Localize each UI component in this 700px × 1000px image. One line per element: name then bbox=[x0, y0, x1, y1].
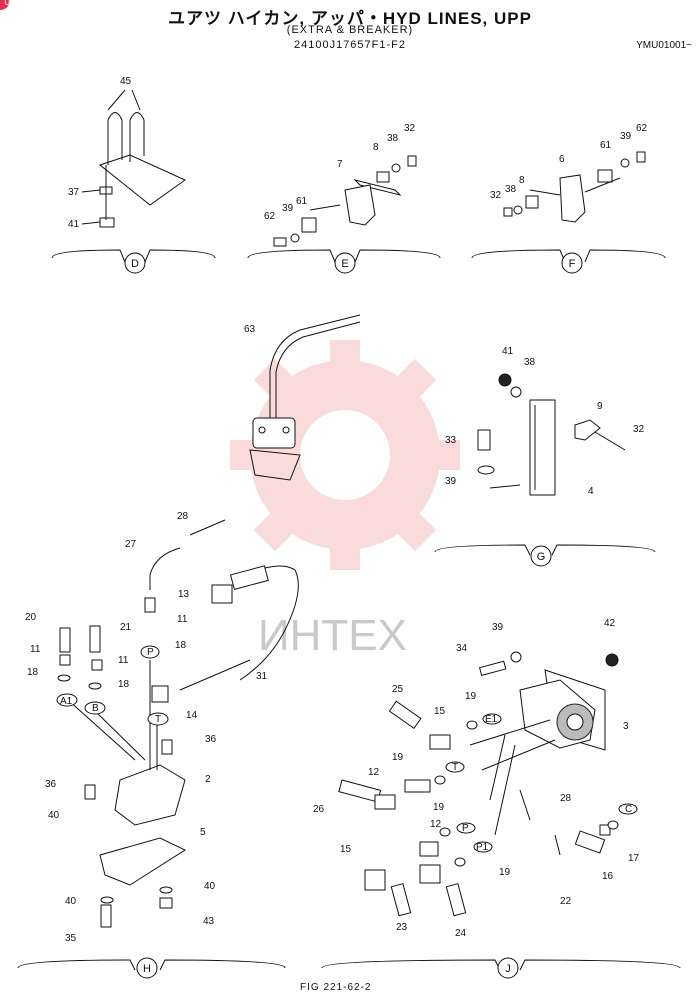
callout-62: 62 bbox=[636, 123, 648, 134]
callout-41: 41 bbox=[68, 219, 80, 230]
callout-35: 35 bbox=[65, 933, 77, 944]
callout-39: 39 bbox=[445, 476, 457, 487]
callout-3: 3 bbox=[623, 721, 629, 732]
callout-8: 8 bbox=[373, 142, 379, 153]
port-label: P bbox=[147, 647, 154, 658]
callout-32: 32 bbox=[633, 424, 645, 435]
callout-5: 5 bbox=[200, 827, 206, 838]
callout-39: 39 bbox=[620, 131, 632, 142]
callout-20: 20 bbox=[25, 612, 37, 623]
view-label-h: H bbox=[143, 963, 151, 975]
callout-36: 36 bbox=[45, 779, 57, 790]
port-label: P1 bbox=[476, 842, 489, 853]
callout-2: 2 bbox=[205, 774, 211, 785]
port-label: C bbox=[625, 804, 632, 815]
port-label: B bbox=[92, 703, 99, 714]
watermark-gear-icon bbox=[230, 340, 460, 570]
serial-range: YMU01001~ bbox=[636, 40, 692, 51]
callout-15: 15 bbox=[434, 706, 446, 717]
callout-11: 11 bbox=[118, 655, 129, 666]
part-code: 24100J17657F1-F2 bbox=[293, 39, 406, 51]
port-label: E1 bbox=[485, 714, 498, 725]
callout-9: 9 bbox=[597, 401, 603, 412]
view-j bbox=[321, 651, 681, 979]
callout-19: 19 bbox=[499, 867, 511, 878]
callout-19: 19 bbox=[465, 691, 477, 702]
callout-19: 19 bbox=[433, 802, 445, 813]
view-label-g: G bbox=[537, 551, 546, 563]
view-label-e: E bbox=[341, 258, 348, 270]
callout-39: 39 bbox=[282, 203, 294, 214]
callout-26: 26 bbox=[313, 804, 325, 815]
callout-33: 33 bbox=[445, 435, 457, 446]
view-f bbox=[471, 151, 666, 274]
callout-6: 6 bbox=[559, 154, 565, 165]
callout-31: 31 bbox=[256, 671, 268, 682]
callout-14: 14 bbox=[186, 710, 198, 721]
callout-38: 38 bbox=[387, 133, 399, 144]
callout-34: 34 bbox=[456, 643, 468, 654]
callout-28: 28 bbox=[560, 793, 572, 804]
callout-12: 12 bbox=[430, 819, 442, 830]
callout-19: 19 bbox=[392, 752, 404, 763]
callout-12: 12 bbox=[368, 767, 380, 778]
view-label-f: F bbox=[569, 258, 576, 270]
callout-25: 25 bbox=[392, 684, 404, 695]
callout-27: 27 bbox=[125, 539, 137, 550]
callout-43: 43 bbox=[203, 916, 215, 927]
callout-18: 18 bbox=[27, 667, 39, 678]
callout-61: 61 bbox=[600, 140, 612, 151]
callout-22: 22 bbox=[560, 896, 572, 907]
callout-39: 39 bbox=[492, 622, 504, 633]
callout-13: 13 bbox=[178, 589, 190, 600]
callout-7: 7 bbox=[337, 159, 343, 170]
callout-11: 11 bbox=[30, 644, 41, 655]
callout-38: 38 bbox=[505, 184, 517, 195]
callout-36: 36 bbox=[205, 734, 217, 745]
callout-38: 38 bbox=[524, 357, 536, 368]
port-label: T bbox=[155, 714, 161, 725]
callout-24: 24 bbox=[455, 928, 467, 939]
callout-37: 37 bbox=[68, 187, 80, 198]
callout-4: 4 bbox=[588, 486, 594, 497]
page-title: ユアツ ハイカン, アッパ・HYD LINES, UPP bbox=[168, 9, 532, 28]
figure-number: FIG 221-62-2 bbox=[300, 982, 372, 993]
callout-18: 18 bbox=[175, 640, 187, 651]
view-g bbox=[249, 314, 656, 567]
port-label: A1 bbox=[60, 696, 73, 707]
callout-8: 8 bbox=[519, 175, 525, 186]
port-label: P bbox=[462, 823, 469, 834]
callout-32: 32 bbox=[490, 190, 502, 201]
callout-45: 45 bbox=[120, 76, 132, 87]
callout-62: 62 bbox=[264, 211, 276, 222]
callout-21: 21 bbox=[120, 622, 132, 633]
view-h bbox=[17, 519, 299, 979]
callout-15: 15 bbox=[340, 844, 352, 855]
callout-28: 28 bbox=[177, 511, 189, 522]
callout-11: 11 bbox=[177, 614, 188, 625]
view-label-d: D bbox=[131, 258, 139, 270]
callout-18: 18 bbox=[118, 679, 130, 690]
page-badge: 0 bbox=[0, 0, 10, 10]
watermark-text: ИНТЕХ bbox=[258, 611, 407, 660]
callout-32: 32 bbox=[404, 123, 416, 134]
callout-16: 16 bbox=[602, 871, 614, 882]
view-e bbox=[247, 155, 441, 274]
callout-23: 23 bbox=[396, 922, 408, 933]
view-label-j: J bbox=[505, 963, 511, 975]
callout-40: 40 bbox=[204, 881, 216, 892]
callout-40: 40 bbox=[65, 896, 77, 907]
port-label: T bbox=[452, 762, 458, 773]
callout-42: 42 bbox=[604, 618, 616, 629]
callout-63: 63 bbox=[244, 324, 256, 335]
callout-41: 41 bbox=[502, 346, 514, 357]
callout-61: 61 bbox=[296, 196, 308, 207]
view-d bbox=[51, 89, 216, 274]
callout-40: 40 bbox=[48, 810, 60, 821]
callout-17: 17 bbox=[628, 853, 640, 864]
page-subtitle: (EXTRA & BREAKER) bbox=[286, 24, 414, 36]
